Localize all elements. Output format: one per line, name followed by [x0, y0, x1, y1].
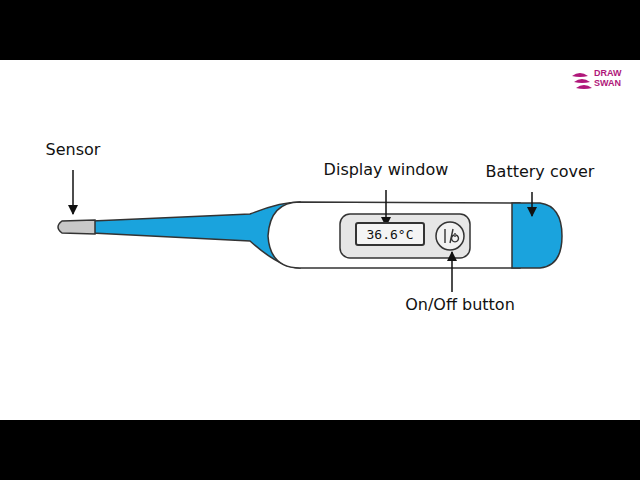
watermark: SWAN: [594, 79, 621, 88]
display-screen: 36.6°C: [355, 222, 425, 246]
top-bar: [0, 0, 640, 60]
part-label: On/Off button: [405, 296, 515, 314]
watermark: DRAW: [594, 69, 622, 78]
power-button: [436, 222, 464, 250]
part-label: Display window: [324, 161, 449, 179]
logo-mark: [572, 73, 592, 89]
leader-line: [385, 190, 387, 226]
power-symbol: [445, 229, 459, 243]
display-reading: 36.6°C: [367, 227, 414, 242]
thermometer-body: [268, 202, 520, 268]
battery-cap: [512, 203, 562, 268]
leader-line: [451, 252, 453, 292]
part-label: Battery cover: [486, 163, 595, 181]
bottom-bar: [0, 420, 640, 480]
sensor-tip: [58, 220, 95, 234]
leader-line: [531, 192, 533, 216]
leader-line: [72, 170, 74, 214]
display-housing: [340, 214, 470, 258]
part-label: Sensor: [46, 141, 101, 159]
